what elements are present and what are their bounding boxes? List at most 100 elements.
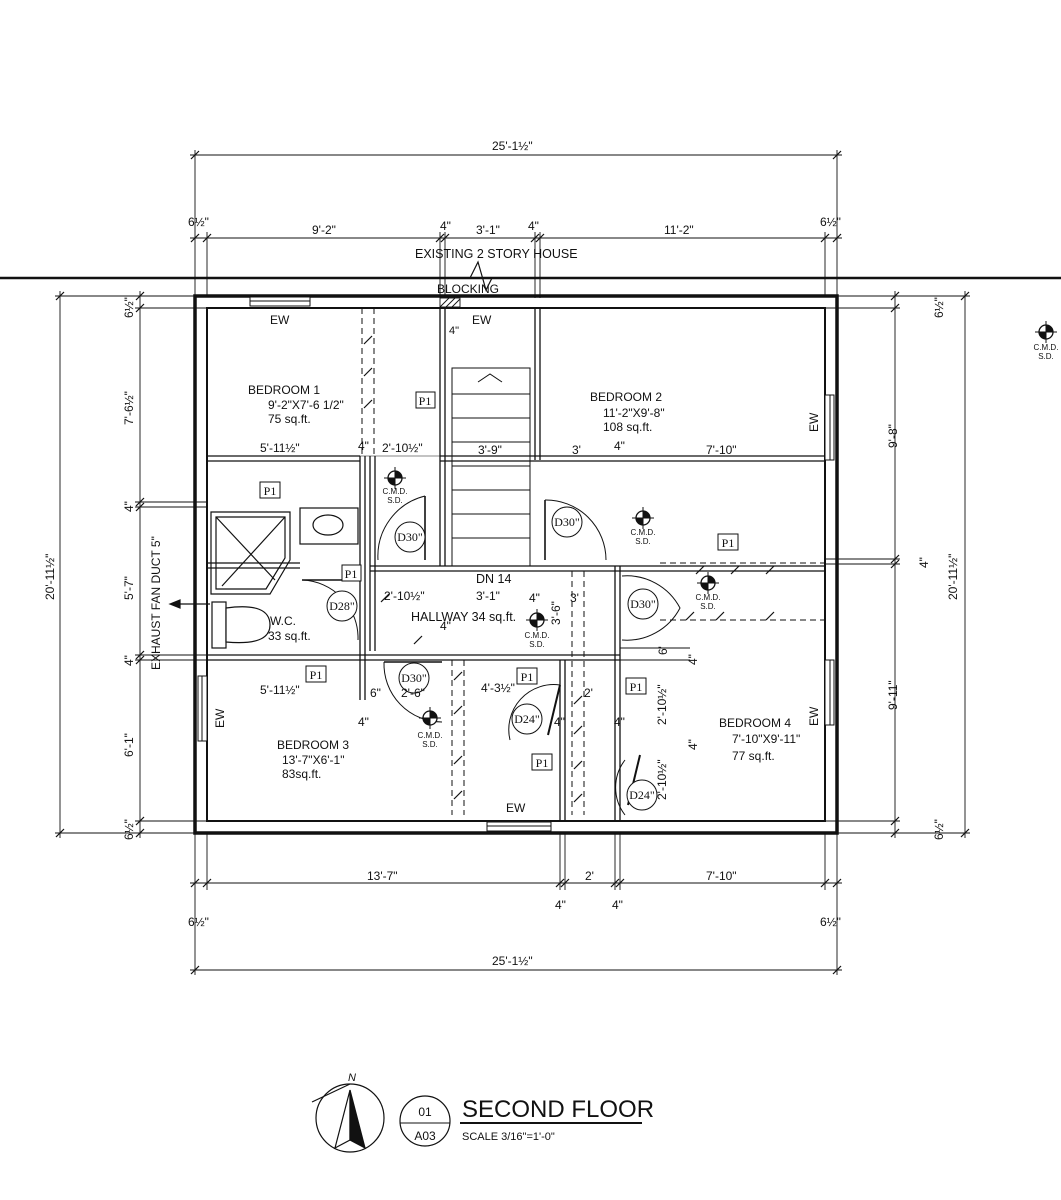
exterior-walls: [193, 294, 839, 835]
door-tag: D28": [329, 599, 355, 613]
svg-text:P1: P1: [722, 536, 735, 550]
window-label: EW: [807, 412, 821, 432]
svg-text:2'-10½": 2'-10½": [384, 589, 425, 603]
svg-text:3'-1": 3'-1": [476, 223, 500, 237]
svg-text:6½": 6½": [188, 915, 209, 929]
svg-text:4": 4": [614, 715, 625, 729]
dim-overall-depth-left: 20'-11½": [43, 554, 57, 600]
svg-text:6½": 6½": [820, 915, 841, 929]
dim-overall-width-bottom: 25'-1½": [492, 954, 533, 968]
svg-text:13'-7": 13'-7": [367, 869, 398, 883]
door-tag: D30": [630, 597, 656, 611]
door-d24-closet: D24": [508, 684, 561, 741]
shower: [210, 511, 291, 595]
svg-text:P1: P1: [536, 756, 549, 770]
partition-tag: P1: [415, 391, 436, 409]
detail-number: 01: [418, 1105, 432, 1119]
svg-text:7'-6½": 7'-6½": [122, 391, 136, 425]
svg-text:11'-2"X9'-8": 11'-2"X9'-8": [603, 406, 665, 420]
door-d30-bedroom4: D30": [621, 575, 681, 641]
door-d30-bedroom3: D30": [383, 661, 443, 723]
blocking-dim: 4": [449, 325, 459, 337]
exhaust-arrow: [168, 599, 210, 609]
door-tag: D24": [514, 712, 540, 726]
sheet-number: A03: [414, 1129, 436, 1143]
smoke-detector: C.M.D. S.D.: [418, 706, 442, 749]
svg-text:4": 4": [358, 439, 369, 453]
svg-text:P1: P1: [264, 484, 277, 498]
window-label: EW: [506, 801, 526, 815]
svg-text:77 sq.ft.: 77 sq.ft.: [732, 749, 775, 763]
partition-tag: P1: [531, 753, 553, 771]
svg-text:9'-2"X7'-6 1/2": 9'-2"X7'-6 1/2": [268, 398, 344, 412]
windows: [197, 296, 835, 832]
partition-tag: P1: [625, 677, 647, 695]
window-label: EW: [213, 708, 227, 728]
svg-text:11'-2": 11'-2": [664, 223, 694, 237]
svg-text:4": 4": [554, 715, 565, 729]
detector-line2: S.D.: [422, 740, 438, 749]
svg-text:6½": 6½": [122, 819, 136, 840]
svg-text:108 sq.ft.: 108 sq.ft.: [603, 420, 652, 434]
svg-text:13'-7"X6'-1": 13'-7"X6'-1": [282, 753, 344, 767]
svg-text:3'-1": 3'-1": [476, 589, 500, 603]
smoke-detector: C.M.D. S.D.: [383, 466, 408, 505]
detector-line1: C.M.D.: [1034, 343, 1059, 352]
svg-text:P1: P1: [345, 567, 358, 581]
detector-line2: S.D.: [529, 640, 545, 649]
svg-text:2': 2': [584, 686, 593, 700]
door-tag: D24": [629, 788, 655, 802]
north-arrow: [311, 1083, 385, 1153]
svg-text:W.C.: W.C.: [270, 614, 296, 628]
drawing-scale: SCALE 3/16"=1'-0": [462, 1131, 555, 1143]
svg-text:4": 4": [528, 219, 539, 233]
detector-line2: S.D.: [700, 602, 716, 611]
detector-line1: C.M.D.: [383, 487, 408, 496]
svg-text:9'-11": 9'-11": [886, 680, 900, 710]
svg-text:4": 4": [614, 439, 625, 453]
partition-tag: P1: [516, 667, 538, 685]
window-label: EW: [270, 313, 290, 327]
svg-text:2': 2': [585, 869, 594, 883]
detector-line2: S.D.: [387, 496, 403, 505]
detail-bubble: 01 A03: [399, 1095, 451, 1147]
north-label: N: [348, 1072, 356, 1084]
detector-line1: C.M.D.: [525, 631, 550, 640]
dim-overall-depth-right: 20'-11½": [946, 554, 960, 600]
svg-text:5'-11½": 5'-11½": [260, 683, 300, 697]
room-hallway: HALLWAY 34 sq.ft.: [411, 610, 516, 624]
room-bedroom-3: BEDROOM 3 13'-7"X6'-1" 83sq.ft.: [277, 738, 349, 781]
svg-text:4": 4": [529, 591, 540, 605]
svg-text:P1: P1: [630, 680, 643, 694]
svg-text:BEDROOM 4: BEDROOM 4: [719, 716, 791, 730]
svg-text:6½": 6½": [932, 819, 946, 840]
dimension-labels: 25'-1½" 25'-1½" 20'-11½" 20'-11½" 6½" 6½…: [43, 139, 960, 968]
svg-text:6": 6": [370, 686, 381, 700]
existing-house-line: [0, 260, 1061, 292]
svg-text:BEDROOM 1: BEDROOM 1: [248, 383, 320, 397]
svg-text:6': 6': [656, 646, 670, 655]
partition-lines: [361, 308, 825, 815]
svg-text:4": 4": [686, 739, 700, 750]
svg-text:4": 4": [555, 898, 566, 912]
blocking-label: BLOCKING: [437, 282, 499, 296]
svg-text:2'-6": 2'-6": [401, 686, 425, 700]
svg-text:P1: P1: [310, 668, 323, 682]
blocking-hatch: [439, 297, 461, 308]
svg-text:4'-3½": 4'-3½": [481, 681, 515, 695]
svg-text:7'-10"X9'-11": 7'-10"X9'-11": [732, 732, 800, 746]
svg-text:83sq.ft.: 83sq.ft.: [282, 767, 321, 781]
door-d28-wc: D28": [301, 579, 359, 641]
exhaust-label: EXHAUST FAN DUCT 5": [149, 536, 163, 670]
svg-text:7'-10": 7'-10": [706, 443, 737, 457]
svg-text:4": 4": [358, 715, 369, 729]
svg-text:33 sq.ft.: 33 sq.ft.: [268, 629, 311, 643]
svg-text:BEDROOM 3: BEDROOM 3: [277, 738, 349, 752]
svg-text:4": 4": [917, 557, 931, 568]
svg-text:6½": 6½": [820, 215, 841, 229]
svg-text:5'-7": 5'-7": [122, 576, 136, 600]
svg-text:4": 4": [612, 898, 623, 912]
svg-text:6½": 6½": [122, 297, 136, 318]
svg-text:2'-10½": 2'-10½": [382, 441, 423, 455]
svg-text:2'-10½": 2'-10½": [655, 759, 669, 800]
